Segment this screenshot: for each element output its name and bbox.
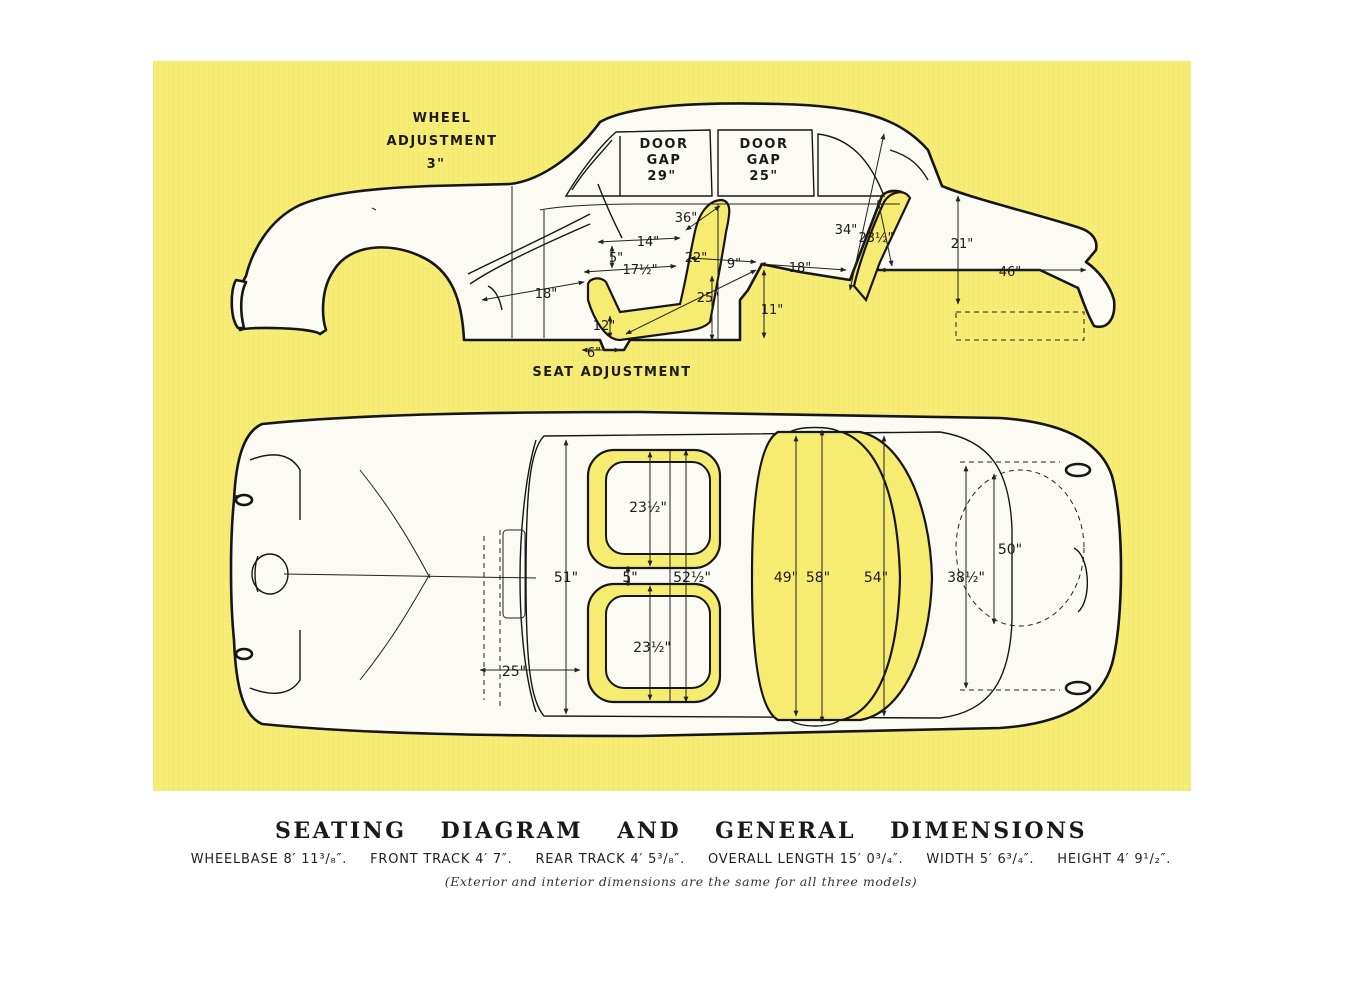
door-gap-front-value: 29" — [647, 169, 676, 184]
dim-25: 25" — [697, 291, 720, 306]
door-gap-front-label-2: GAP — [647, 153, 682, 168]
wheel-adjustment-label: WHEEL — [413, 111, 472, 126]
dim-18-front: 18" — [535, 287, 558, 302]
door-gap-rear-label-2: GAP — [747, 153, 782, 168]
dim-38-half: 38½" — [947, 570, 985, 586]
dim-6: 6" — [587, 346, 601, 361]
spec-rear-track: REAR TRACK 4′ 5³/₈″. — [535, 852, 686, 867]
dim-18-rear: 18" — [789, 261, 812, 276]
dim-34: 34" — [835, 223, 858, 238]
dim-17-half: 17½" — [622, 263, 657, 278]
spec-width: WIDTH 5′ 6³/₄″. — [926, 852, 1035, 867]
door-gap-rear-label: DOOR — [740, 137, 789, 152]
dim-front-seat-width-1: 23½" — [629, 500, 667, 516]
seat-adjustment-label: SEAT ADJUSTMENT — [532, 365, 691, 380]
dim-51: 51" — [554, 570, 578, 586]
top-view-car — [229, 410, 1123, 738]
dim-9: 9" — [727, 257, 741, 272]
dim-seat-gap: 5" — [622, 570, 637, 586]
spec-front-track: FRONT TRACK 4′ 7″. — [370, 852, 513, 867]
dim-49: 49" — [774, 570, 798, 586]
dim-22: 22" — [685, 251, 708, 266]
caption-specs: WHEELBASE 8′ 11³/₈″. FRONT TRACK 4′ 7″. … — [0, 852, 1362, 867]
side-view-car — [230, 102, 1116, 353]
spec-overall-length: OVERALL LENGTH 15′ 0³/₄″. — [707, 852, 904, 867]
dim-58: 58" — [806, 570, 830, 586]
dim-36: 36" — [675, 211, 698, 226]
dim-21: 21" — [951, 237, 974, 252]
dim-52-half: 52½" — [673, 570, 711, 586]
dim-50: 50" — [998, 542, 1022, 558]
dim-14: 14" — [637, 235, 660, 250]
dim-5: 5" — [609, 251, 623, 266]
door-gap-rear-value: 25" — [749, 169, 778, 184]
dim-25-top: 25" — [502, 664, 526, 680]
dim-front-seat-width-2: 23½" — [633, 640, 671, 656]
caption-title: SEATING DIAGRAM AND GENERAL DIMENSIONS — [274, 818, 1088, 844]
caption-note: (Exterior and interior dimensions are th… — [444, 874, 918, 889]
dim-46: 46" — [999, 265, 1022, 280]
dim-54: 54" — [864, 570, 888, 586]
spec-height: HEIGHT 4′ 9¹/₂″. — [1057, 852, 1172, 867]
dim-12: 12" — [593, 319, 616, 334]
door-gap-front-label: DOOR — [640, 137, 689, 152]
dim-23-half-rear: 23½" — [858, 231, 893, 246]
spec-wheelbase: WHEELBASE 8′ 11³/₈″. — [190, 852, 348, 867]
wheel-adjustment-label-2: ADJUSTMENT — [386, 134, 497, 149]
dim-11: 11" — [761, 303, 784, 318]
wheel-adjustment-value: 3" — [427, 157, 446, 172]
